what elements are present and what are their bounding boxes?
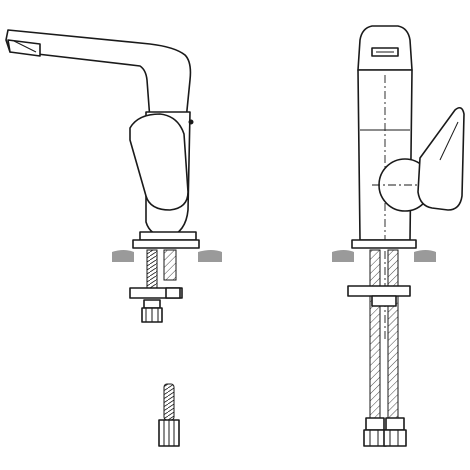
- loose-fitting: [158, 383, 180, 447]
- mounting-plate: [129, 287, 183, 299]
- fitting-left: [365, 417, 385, 431]
- fitting-hose: [163, 383, 175, 421]
- aerator: [7, 39, 41, 57]
- hose-left: [369, 249, 381, 419]
- spout: [5, 29, 192, 121]
- faucet-front-view: [332, 25, 465, 447]
- lever-handle: [129, 113, 189, 211]
- countertop-left: [112, 250, 134, 262]
- countertop-front-left: [332, 250, 354, 262]
- indicator-dot: [188, 119, 194, 125]
- hose-right: [387, 249, 399, 419]
- front-base-flange: [351, 239, 417, 249]
- base-ring: [139, 231, 197, 241]
- hose-connector: [143, 299, 161, 309]
- threaded-shank: [146, 249, 158, 289]
- front-mounting-plate: [347, 285, 411, 297]
- countertop-front-right: [414, 250, 436, 262]
- fitting-right: [385, 417, 405, 431]
- faucet-side-view: [5, 29, 222, 323]
- base-flange: [132, 239, 200, 249]
- countertop-right: [198, 250, 222, 262]
- supply-hose: [163, 249, 177, 281]
